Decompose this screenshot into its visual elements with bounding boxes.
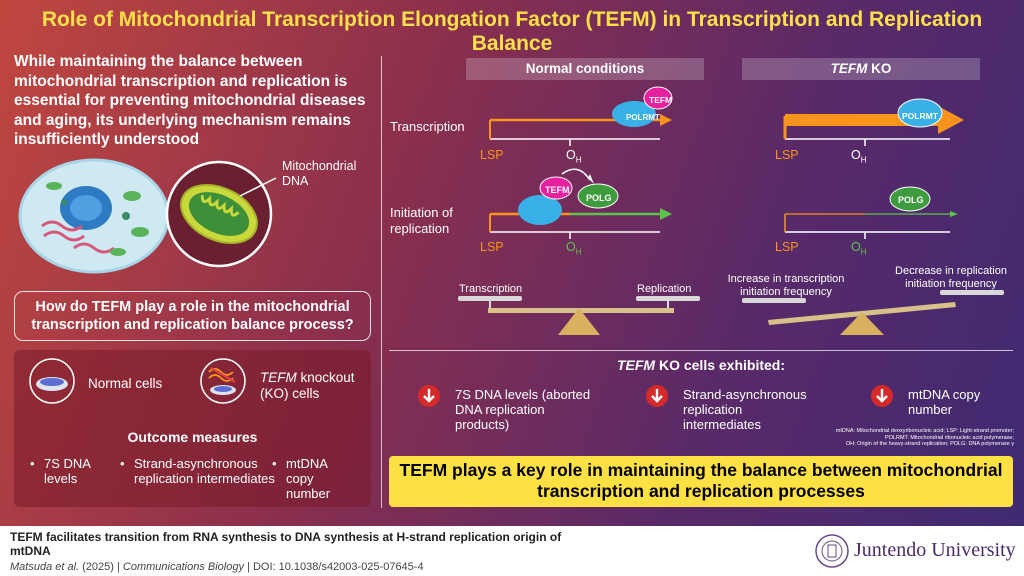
normal-cells-label: Normal cells (88, 376, 163, 391)
intro-statement: While maintaining the balance between mi… (14, 53, 366, 148)
university-name: Juntendo University (854, 539, 1016, 561)
outcome-bullet: • (272, 456, 277, 471)
outcome-bullet: • (120, 456, 125, 471)
exhibited-title: TEFM KO cells exhibited: (616, 357, 786, 373)
oh-label: OH (851, 240, 867, 257)
abbreviations: mtDNA: Mitochondrial deoxyribonucleic ac… (835, 428, 1014, 447)
knockout-dish-icon (200, 358, 246, 404)
arrowhead (660, 114, 672, 126)
lsp-label: LSP (775, 148, 799, 162)
oh-label: OH (851, 148, 867, 165)
university-seal-icon (815, 534, 849, 568)
citation: Matsuda et al. (2025) | Communications B… (10, 561, 424, 573)
polrmt-icon (612, 101, 656, 127)
polg-icon (577, 183, 619, 209)
question-box: How do TEFM play a role in the mitochond… (14, 291, 371, 341)
outcome-item: 7S DNA levels (44, 456, 91, 486)
footer: TEFM facilitates transition from RNA syn… (0, 526, 1024, 576)
down-arrow-icon (646, 385, 668, 407)
page-title: Role of Mitochondrial Transcription Elon… (41, 8, 983, 55)
outcome-item: mtDNA copy number (286, 456, 331, 501)
result-box: TEFM plays a key role in maintaining the… (389, 456, 1013, 507)
ko-header: TEFM KO (742, 58, 980, 80)
tilted-balance-scale-icon (742, 290, 1004, 335)
oh-label: OH (566, 240, 582, 257)
balance-label: Transcription (459, 283, 523, 295)
balance-label: Replication (637, 283, 692, 295)
balance-scales (458, 290, 1004, 335)
polrmt-label: POLRMT (902, 111, 938, 121)
oh-label: OH (566, 148, 582, 165)
tefm-label: TEFM (649, 95, 673, 105)
column-divider (381, 56, 382, 508)
down-arrow-icon (871, 385, 893, 407)
polrmt-label: POLRMT (626, 113, 660, 122)
tefm-icon (643, 86, 673, 110)
lsp-label: LSP (480, 148, 504, 162)
mechanism-diagram (489, 86, 964, 239)
row-label-transcription: Transcription (390, 119, 465, 134)
polg-label: POLG (586, 193, 612, 203)
paper-title: TEFM facilitates transition from RNA syn… (10, 530, 562, 558)
lsp-label: LSP (775, 240, 799, 254)
petri-dish-icon (29, 358, 75, 404)
outcome-panel: Normal cells TEFM knockout(KO) cells Out… (14, 350, 371, 507)
outcome-bullet: • (30, 456, 35, 471)
balance-scale-icon (458, 296, 700, 335)
tefm-label: TEFM (545, 185, 570, 195)
outcome-title: Outcome measures (127, 429, 258, 445)
down-arrow-icon (418, 385, 440, 407)
polg-label: POLG (898, 195, 924, 205)
outcome-item: Strand-asynchronous replication intermed… (134, 456, 275, 486)
lsp-label: LSP (480, 240, 504, 254)
thick-transcript-arrow (785, 106, 964, 134)
infographic-panel: Role of Mitochondrial Transcription Elon… (0, 0, 1024, 526)
section-divider (389, 350, 1013, 351)
normal-conditions-header: Normal conditions (466, 58, 704, 80)
ko-cells-label: TEFM knockout(KO) cells (260, 370, 355, 401)
